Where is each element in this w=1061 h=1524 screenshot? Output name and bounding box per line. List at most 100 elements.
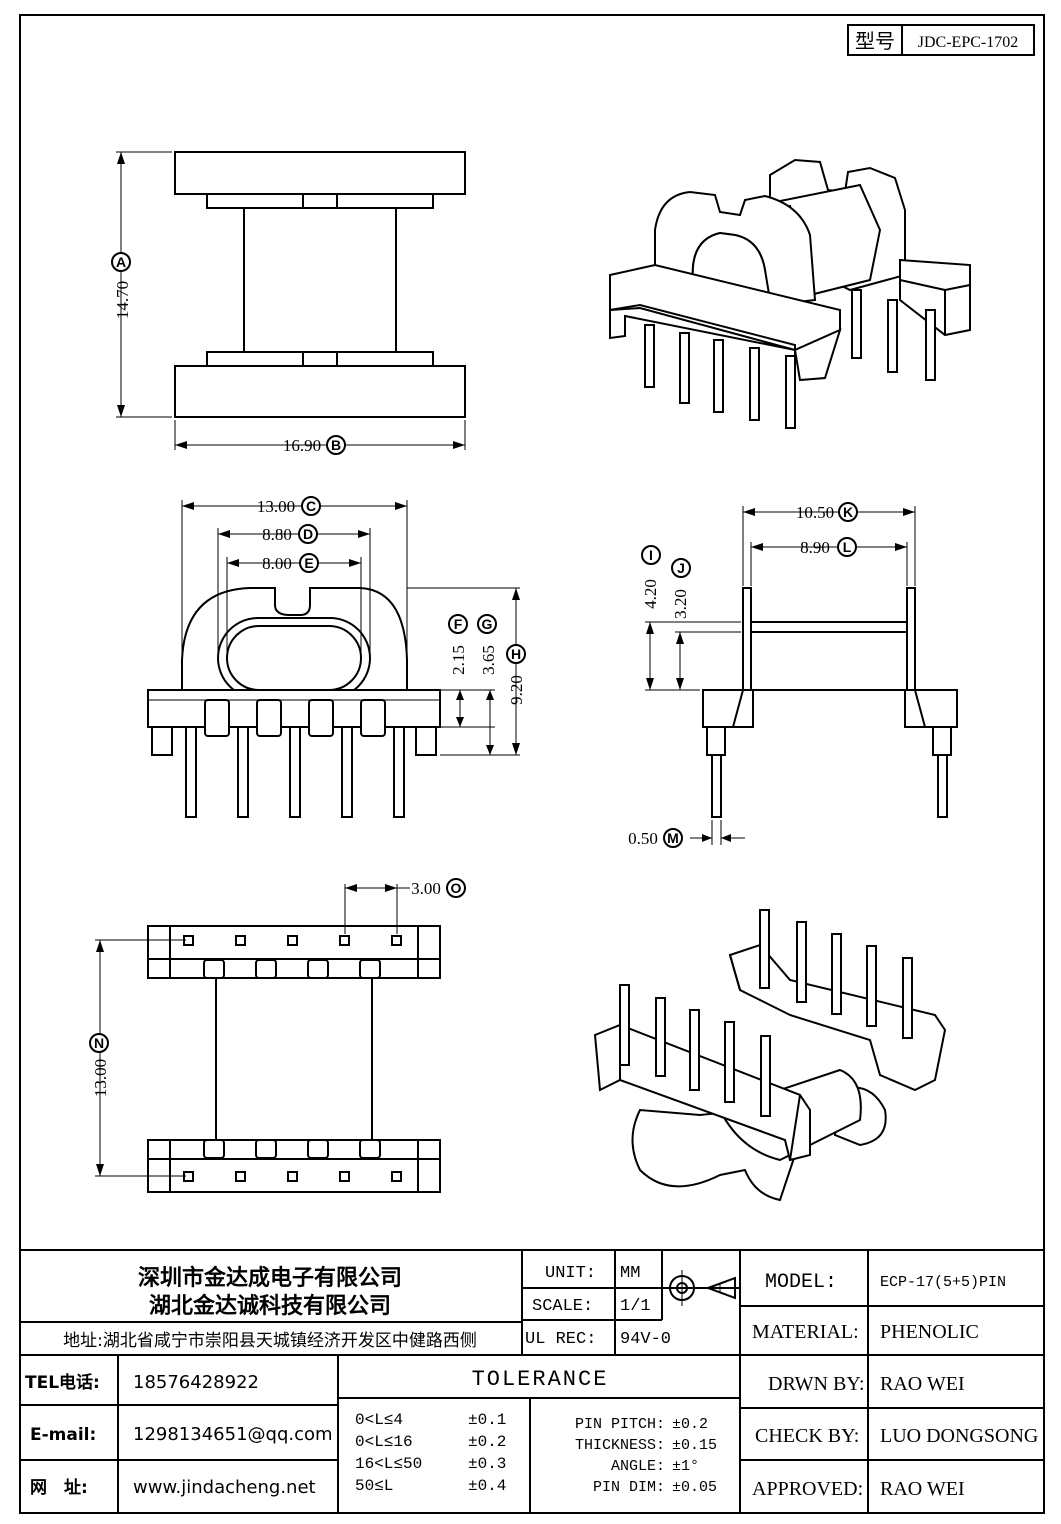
dim-i-letter: I <box>649 547 653 563</box>
email-label: E-mail: <box>30 1425 96 1445</box>
dim-g-letter: G <box>482 616 493 632</box>
dim-d-marker <box>298 524 318 544</box>
web-value: www.jindacheng.net <box>133 1477 316 1498</box>
dim-g-value: 3.65 <box>479 645 498 675</box>
tolerance-range: 16<L≤50 <box>355 1455 422 1473</box>
dim-f-marker <box>448 614 468 634</box>
dim-n-letter: N <box>94 1035 104 1051</box>
scale-label: SCALE: <box>532 1297 593 1316</box>
iso-view-top <box>609 158 971 429</box>
company-address: 地址:湖北省咸宁市崇阳县天城镇经济开发区中健路西侧 <box>63 1331 477 1351</box>
dim-j-letter: J <box>677 560 685 576</box>
dim-j-value: 3.20 <box>671 589 690 619</box>
dim-l-value: 8.90 <box>800 538 830 557</box>
tolerance-value: ±0.2 <box>468 1433 506 1451</box>
dim-n-value: 13.00 <box>91 1059 110 1097</box>
front-view: 13.00 C 8.80 D 8.00 E <box>147 496 526 818</box>
tolerance-extra-value: ±0.05 <box>672 1479 717 1496</box>
model-box-label: 型号 <box>855 29 895 53</box>
material-label: MATERIAL: <box>752 1321 859 1343</box>
ulrec-label: UL REC: <box>525 1330 596 1349</box>
tolerance-range: 0<L≤16 <box>355 1433 413 1451</box>
tolerance-extra-table: PIN PITCH: ±0.2 THICKNESS: ±0.15 ANGLE: … <box>575 1416 717 1496</box>
projection-symbol <box>664 1270 736 1306</box>
drwn-value: RAO WEI <box>880 1373 965 1395</box>
dim-a-letter: A <box>116 254 126 270</box>
company-name-2: 湖北金达诚科技有限公司 <box>149 1293 391 1319</box>
material-value: PHENOLIC <box>880 1321 979 1343</box>
ulrec-value: 94V-0 <box>620 1330 671 1349</box>
dim-m-letter: M <box>667 830 679 846</box>
dim-c-value: 13.00 <box>257 497 295 516</box>
dim-m-value: 0.50 <box>628 829 658 848</box>
unit-value: MM <box>620 1264 640 1283</box>
tolerance-extra-label: THICKNESS: <box>575 1437 665 1454</box>
side-view: 10.50 K 8.90 L 4.20 3.20 I J <box>628 502 958 848</box>
model-value: ECP-17(5+5)PIN <box>880 1274 1006 1291</box>
tolerance-title: TOLERANCE <box>472 1367 609 1392</box>
dim-b-marker <box>326 435 346 455</box>
dim-e-letter: E <box>304 555 313 571</box>
approved-value: RAO WEI <box>880 1478 965 1500</box>
dim-o-value: 3.00 <box>411 879 441 898</box>
model-label: MODEL: <box>765 1271 837 1294</box>
dim-k-value: 10.50 <box>796 503 834 522</box>
dim-n-marker <box>89 1033 109 1053</box>
dim-h-value: 9.20 <box>507 675 526 705</box>
top-view: 14.70 A 16.90 B <box>111 151 466 455</box>
dim-a-marker <box>111 252 131 272</box>
dim-c-letter: C <box>306 498 316 514</box>
dim-o-marker <box>446 878 466 898</box>
dim-g-marker <box>477 614 497 634</box>
dim-e-marker <box>299 553 319 573</box>
dim-h-letter: H <box>511 646 521 662</box>
tolerance-value: ±0.1 <box>468 1411 506 1429</box>
dim-e-value: 8.00 <box>262 554 292 573</box>
tolerance-extra-label: ANGLE: <box>611 1458 665 1475</box>
check-label: CHECK BY: <box>755 1425 859 1447</box>
model-box-value: JDC-EPC-1702 <box>918 34 1018 51</box>
email-value: 1298134651@qq.com <box>133 1424 333 1445</box>
web-label: 网 址: <box>30 1478 88 1498</box>
dim-i-marker <box>641 545 661 565</box>
tolerance-table: 0<L≤4 ±0.1 0<L≤16 ±0.2 16<L≤50 ±0.3 50≤L… <box>355 1411 506 1495</box>
drwn-label: DRWN BY: <box>768 1373 865 1395</box>
dim-l-letter: L <box>843 539 852 555</box>
model-box: 型号 JDC-EPC-1702 <box>847 24 1035 56</box>
tel-value: 18576428922 <box>133 1372 259 1393</box>
iso-view-bottom <box>593 909 947 1202</box>
tolerance-extra-value: ±0.2 <box>672 1416 708 1433</box>
unit-label: UNIT: <box>545 1264 596 1283</box>
tolerance-extra-label: PIN DIM: <box>593 1479 665 1496</box>
check-value: LUO DONGSONG <box>880 1425 1038 1447</box>
tolerance-extra-label: PIN PITCH: <box>575 1416 665 1433</box>
dim-d-value: 8.80 <box>262 525 292 544</box>
dim-k-letter: K <box>843 504 853 520</box>
tolerance-value: ±0.4 <box>468 1477 506 1495</box>
tolerance-extra-value: ±0.15 <box>672 1437 717 1454</box>
dim-b-value: 16.90 <box>283 436 321 455</box>
dim-d-letter: D <box>303 526 313 542</box>
dim-j-marker <box>671 558 691 578</box>
dim-a-value: 14.70 <box>113 281 132 319</box>
tolerance-range: 0<L≤4 <box>355 1411 403 1429</box>
scale-value: 1/1 <box>620 1297 651 1316</box>
dim-c-marker <box>301 496 321 516</box>
title-block: 深圳市金达成电子有限公司 湖北金达诚科技有限公司 地址:湖北省咸宁市崇阳县天城镇… <box>20 1249 1044 1513</box>
dim-f-value: 2.15 <box>449 645 468 675</box>
tolerance-range: 50≤L <box>355 1477 393 1495</box>
tel-label: TEL电话: <box>25 1372 100 1393</box>
dim-b-letter: B <box>331 437 341 453</box>
company-name-1: 深圳市金达成电子有限公司 <box>138 1265 402 1291</box>
tolerance-value: ±0.3 <box>468 1455 506 1473</box>
dim-f-letter: F <box>454 616 463 632</box>
dim-h-marker <box>506 644 526 664</box>
approved-label: APPROVED: <box>752 1478 863 1500</box>
dim-k-marker <box>838 502 858 522</box>
bottom-view: 3.00 O 13.00 N <box>89 878 466 1193</box>
tolerance-extra-value: ±1° <box>672 1458 699 1475</box>
dim-l-marker <box>837 537 857 557</box>
dim-i-value: 4.20 <box>641 579 660 609</box>
dim-m-marker <box>663 828 683 848</box>
